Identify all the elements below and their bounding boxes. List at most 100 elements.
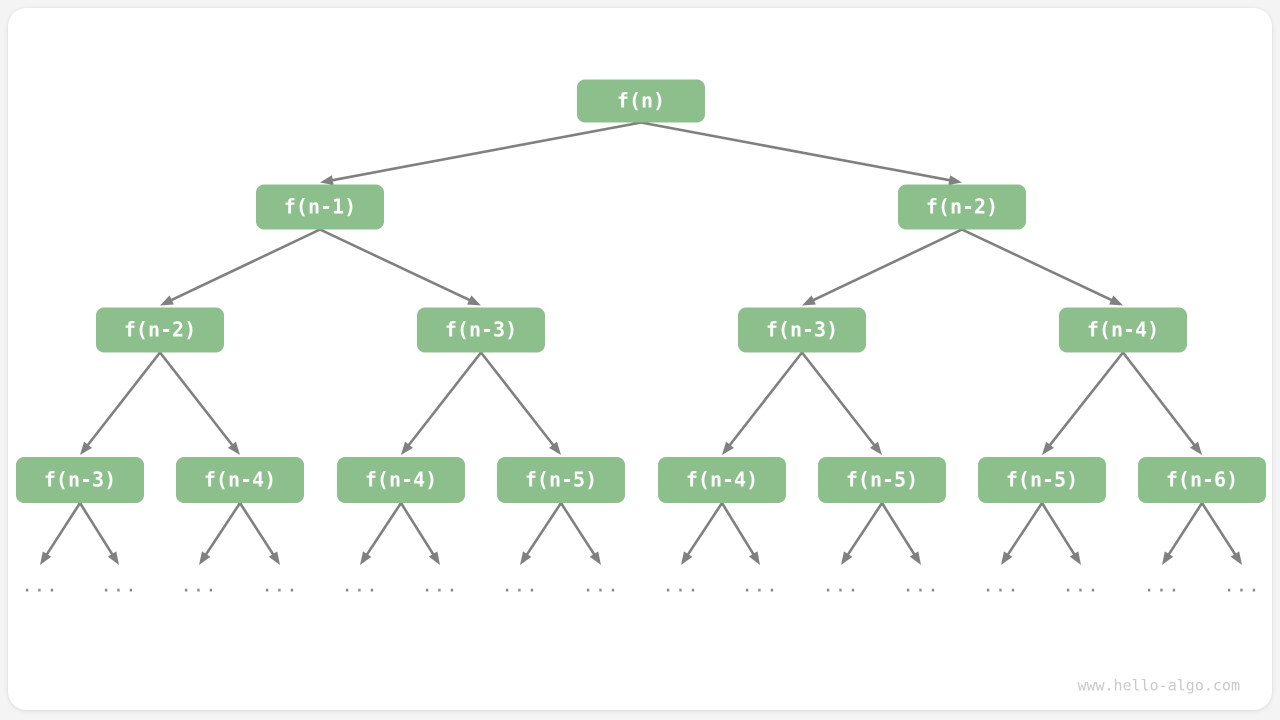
node-label: f(n-1) <box>284 195 356 219</box>
arrow-head <box>1001 551 1013 565</box>
node-box <box>818 457 946 503</box>
node-label: f(n-2) <box>926 195 998 219</box>
tree-node-n11[interactable]: f(n-4) <box>658 457 786 503</box>
tree-node-n1[interactable]: f(n-1) <box>256 184 384 230</box>
node-label: f(n-4) <box>1087 318 1159 342</box>
edge-line <box>84 351 162 449</box>
edge-line <box>44 501 82 558</box>
tree-node-n3[interactable]: f(n-2) <box>96 307 224 353</box>
edge-line <box>800 351 878 449</box>
ellipsis-marker: ... <box>1143 575 1180 597</box>
arrow-head <box>80 441 92 455</box>
nodes-layer: f(n) f(n-1) f(n-2) f(n-2) f(n-3) f(n-3) f(n-4)… <box>16 79 1266 503</box>
edge-line <box>364 501 403 558</box>
node-box <box>337 457 465 503</box>
tree-node-n9[interactable]: f(n-4) <box>337 457 465 503</box>
arrow-head <box>1109 295 1123 306</box>
edge-line <box>167 228 322 303</box>
tree-node-n7[interactable]: f(n-3) <box>16 457 144 503</box>
edge-line <box>318 228 474 303</box>
arrow-head <box>199 551 211 565</box>
tree-edge-n0-to-n1 <box>320 121 643 186</box>
leaf-edge-14 <box>1162 501 1204 565</box>
leaf-edge-1 <box>78 501 119 565</box>
tree-edge-n6-to-n13 <box>1042 351 1125 455</box>
ellipsis-marker: ... <box>21 575 58 597</box>
arrow-head <box>160 295 174 306</box>
tree-edge-n4-to-n9 <box>401 351 483 455</box>
node-label: f(n-5) <box>525 468 597 492</box>
arrow-head <box>1069 551 1081 565</box>
tree-node-n10[interactable]: f(n-5) <box>497 457 625 503</box>
arrow-head <box>1230 551 1242 565</box>
edge-line <box>960 228 1116 303</box>
node-box <box>738 307 866 353</box>
arrow-head <box>948 175 962 186</box>
ellipsis-marker: ... <box>100 575 137 597</box>
node-label: f(n-4) <box>365 468 437 492</box>
arrow-head <box>1042 441 1054 455</box>
tree-node-n4[interactable]: f(n-3) <box>417 307 545 353</box>
tree-node-n6[interactable]: f(n-4) <box>1059 307 1187 353</box>
node-box <box>898 184 1026 230</box>
watermark-label: www.hello-algo.com <box>1077 677 1240 695</box>
node-box <box>417 307 545 353</box>
arrow-head <box>401 441 413 455</box>
tree-node-n0[interactable]: f(n) <box>577 79 705 123</box>
edge-line <box>880 501 917 558</box>
ellipsis-marker: ... <box>902 575 939 597</box>
edge-line <box>238 501 276 558</box>
arrow-head <box>268 551 280 565</box>
node-label: f(n-5) <box>846 468 918 492</box>
node-box <box>1059 307 1187 353</box>
node-label: f(n-3) <box>44 468 116 492</box>
ellipsis-marker: ... <box>501 575 538 597</box>
edge-line <box>1005 501 1044 558</box>
ellipsis-marker: ... <box>662 575 699 597</box>
arrow-head <box>681 551 693 565</box>
leaf-edge-9 <box>720 501 760 565</box>
arrow-head <box>549 441 561 455</box>
arrow-head <box>1190 441 1202 455</box>
tree-edge-n2-to-n5 <box>802 228 964 306</box>
edge-line <box>479 351 557 449</box>
node-box <box>978 457 1106 503</box>
arrow-head <box>722 441 734 455</box>
arrow-head <box>870 441 882 455</box>
edge-line <box>1200 501 1238 558</box>
leaf-edge-7 <box>559 501 601 565</box>
tree-edge-n5-to-n11 <box>722 351 804 455</box>
leaf-edge-13 <box>1040 501 1081 565</box>
tree-node-n14[interactable]: f(n-6) <box>1138 457 1266 503</box>
tree-node-n8[interactable]: f(n-4) <box>176 457 304 503</box>
node-label: f(n) <box>617 89 665 113</box>
leaf-edge-15 <box>1200 501 1242 565</box>
ellipsis-marker: ... <box>741 575 778 597</box>
edges-layer <box>80 121 1202 455</box>
arrow-head <box>802 295 816 306</box>
arrow-head <box>40 551 52 565</box>
tree-node-n12[interactable]: f(n-5) <box>818 457 946 503</box>
node-box <box>577 79 705 123</box>
arrow-head <box>107 551 119 565</box>
ellipsis-marker: ... <box>1062 575 1099 597</box>
edge-line <box>685 501 724 558</box>
leaf-edge-11 <box>880 501 921 565</box>
edge-line <box>1046 351 1125 449</box>
edge-line <box>639 121 954 182</box>
tree-edge-n1-to-n3 <box>160 228 322 306</box>
ellipsis-row: ........................................… <box>21 575 1259 597</box>
tree-edge-n2-to-n6 <box>960 228 1123 306</box>
arrow-head <box>909 551 921 565</box>
edge-line <box>328 121 643 182</box>
node-box <box>16 457 144 503</box>
tree-node-n2[interactable]: f(n-2) <box>898 184 1026 230</box>
leaf-edge-0 <box>40 501 82 565</box>
tree-node-n5[interactable]: f(n-3) <box>738 307 866 353</box>
tree-node-n13[interactable]: f(n-5) <box>978 457 1106 503</box>
ellipsis-marker: ... <box>822 575 859 597</box>
arrow-head <box>428 551 440 565</box>
arrow-head <box>228 441 240 455</box>
edge-line <box>809 228 964 303</box>
